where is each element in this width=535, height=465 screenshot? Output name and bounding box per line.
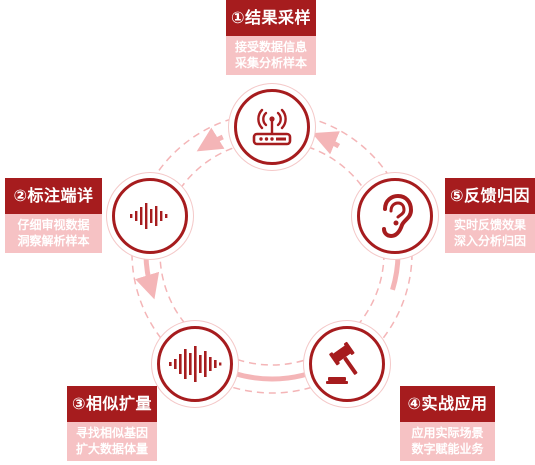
audio-wave-icon [130,203,168,229]
step-5-desc: 实时反馈效果 深入分析归因 [445,214,535,253]
step-1-title: ①结果采样 [226,0,316,36]
step-2-title: ②标注端详 [5,178,102,214]
inner-dashed-ring [159,140,385,366]
node-feedback-attribution [357,178,433,254]
step-2-desc: 仔细审视数据 洞察解析样本 [5,214,102,253]
step-2-desc-line2: 洞察解析样本 [17,234,90,248]
step-5-title: ⑤反馈归因 [445,178,535,214]
flow-arrow-5 [311,131,341,155]
ear-icon [382,193,414,239]
label-step-3: ③相似扩量 寻找相似基因 扩大数据体量 [67,386,157,461]
node-annotation [112,178,188,254]
step-3-desc-line2: 扩大数据体量 [75,442,148,456]
step-3-desc-line1: 寻找相似基因 [75,426,148,440]
node-result-sampling [234,89,310,165]
node-practical-application [309,326,385,402]
step-4-desc-line1: 应用实际场景 [411,426,484,440]
gavel-icon [326,341,358,384]
label-step-2: ②标注端详 仔细审视数据 洞察解析样本 [5,178,102,253]
flow-arrow-1 [196,127,225,152]
step-4-desc-line2: 数字赋能业务 [411,442,484,456]
step-4-title: ④实战应用 [400,386,495,422]
router-icon [252,108,292,146]
step-5-desc-line2: 深入分析归因 [453,234,526,248]
step-1-desc-line1: 接受数据信息 [234,40,307,54]
node-similar-expansion [157,326,233,402]
label-step-4: ④实战应用 应用实际场景 数字赋能业务 [400,386,495,461]
sound-wave-icon [169,346,222,382]
step-2-desc-line1: 仔细审视数据 [17,218,90,232]
outer-dashed-ring [131,112,413,394]
step-1-desc: 接受数据信息 采集分析样本 [226,36,316,75]
step-3-title: ③相似扩量 [67,386,157,422]
step-3-desc: 寻找相似基因 扩大数据体量 [67,422,157,461]
step-5-desc-line1: 实时反馈效果 [453,218,526,232]
label-step-5: ⑤反馈归因 实时反馈效果 深入分析归因 [445,178,535,253]
step-1-desc-line2: 采集分析样本 [234,56,307,70]
step-4-desc: 应用实际场景 数字赋能业务 [400,422,495,461]
label-step-1: ①结果采样 接受数据信息 采集分析样本 [226,0,316,75]
